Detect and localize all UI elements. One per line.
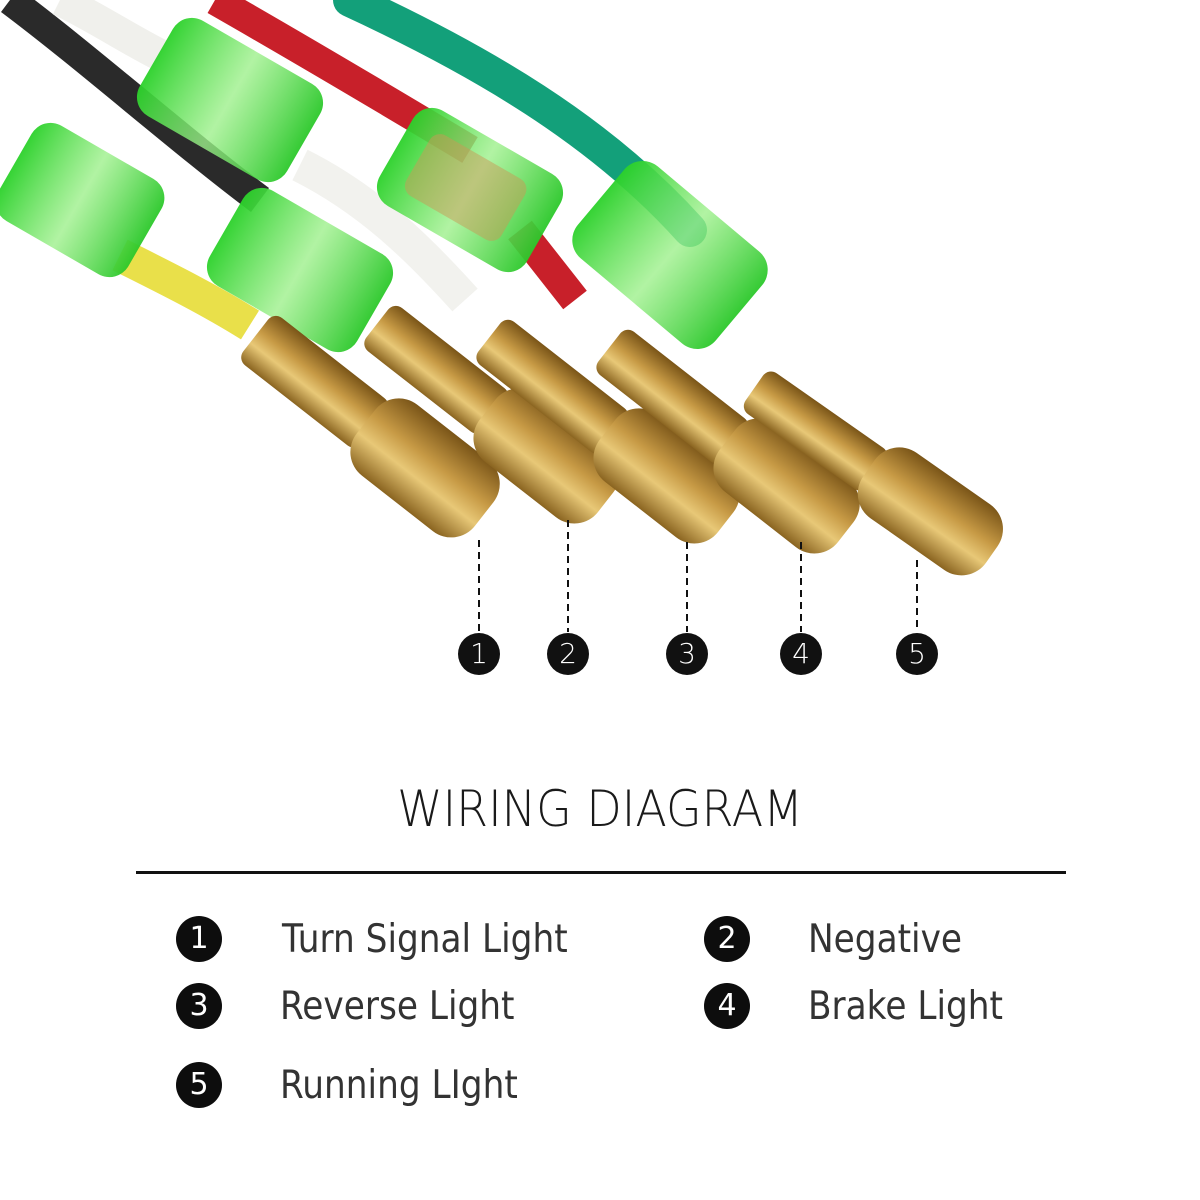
legend-number-1: 1 xyxy=(176,916,222,962)
wire-connector-photo: 1 2 3 4 5 xyxy=(0,0,1003,675)
callout-3: 3 xyxy=(666,633,708,675)
legend-item-5: 5 Running LIght xyxy=(176,1062,550,1108)
diagram-title: WIRING DIAGRAM xyxy=(397,780,803,838)
brass-connectors xyxy=(241,305,1003,576)
sleeves xyxy=(0,17,768,353)
title-divider xyxy=(136,871,1066,874)
wires-illustration xyxy=(0,0,1003,632)
callout-lines xyxy=(478,520,918,632)
legend-item-4: 4 Brake Light xyxy=(704,983,1030,1029)
legend-label-1: Turn Signal Light xyxy=(282,916,568,962)
legend-number-4: 4 xyxy=(704,983,750,1029)
callout-1: 1 xyxy=(458,633,500,675)
legend-label-2: Negative xyxy=(808,916,963,962)
legend-label-5: Running LIght xyxy=(280,1062,518,1108)
legend-item-1: 1 Turn Signal Light xyxy=(176,916,607,962)
legend-number-3: 3 xyxy=(176,983,222,1029)
legend-item-3: 3 Reverse Light xyxy=(176,983,547,1029)
white-wire xyxy=(52,0,478,312)
black-wire xyxy=(0,0,270,212)
callout-2: 2 xyxy=(547,633,589,675)
yellow-wire xyxy=(112,239,260,340)
legend-number-5: 5 xyxy=(176,1062,222,1108)
legend-item-2: 2 Negative xyxy=(704,916,983,962)
legend-label-4: Brake Light xyxy=(808,983,1004,1029)
legend-number-2: 2 xyxy=(704,916,750,962)
callout-5: 5 xyxy=(896,633,938,675)
legend-label-3: Reverse Light xyxy=(280,983,515,1029)
callout-4: 4 xyxy=(780,633,822,675)
